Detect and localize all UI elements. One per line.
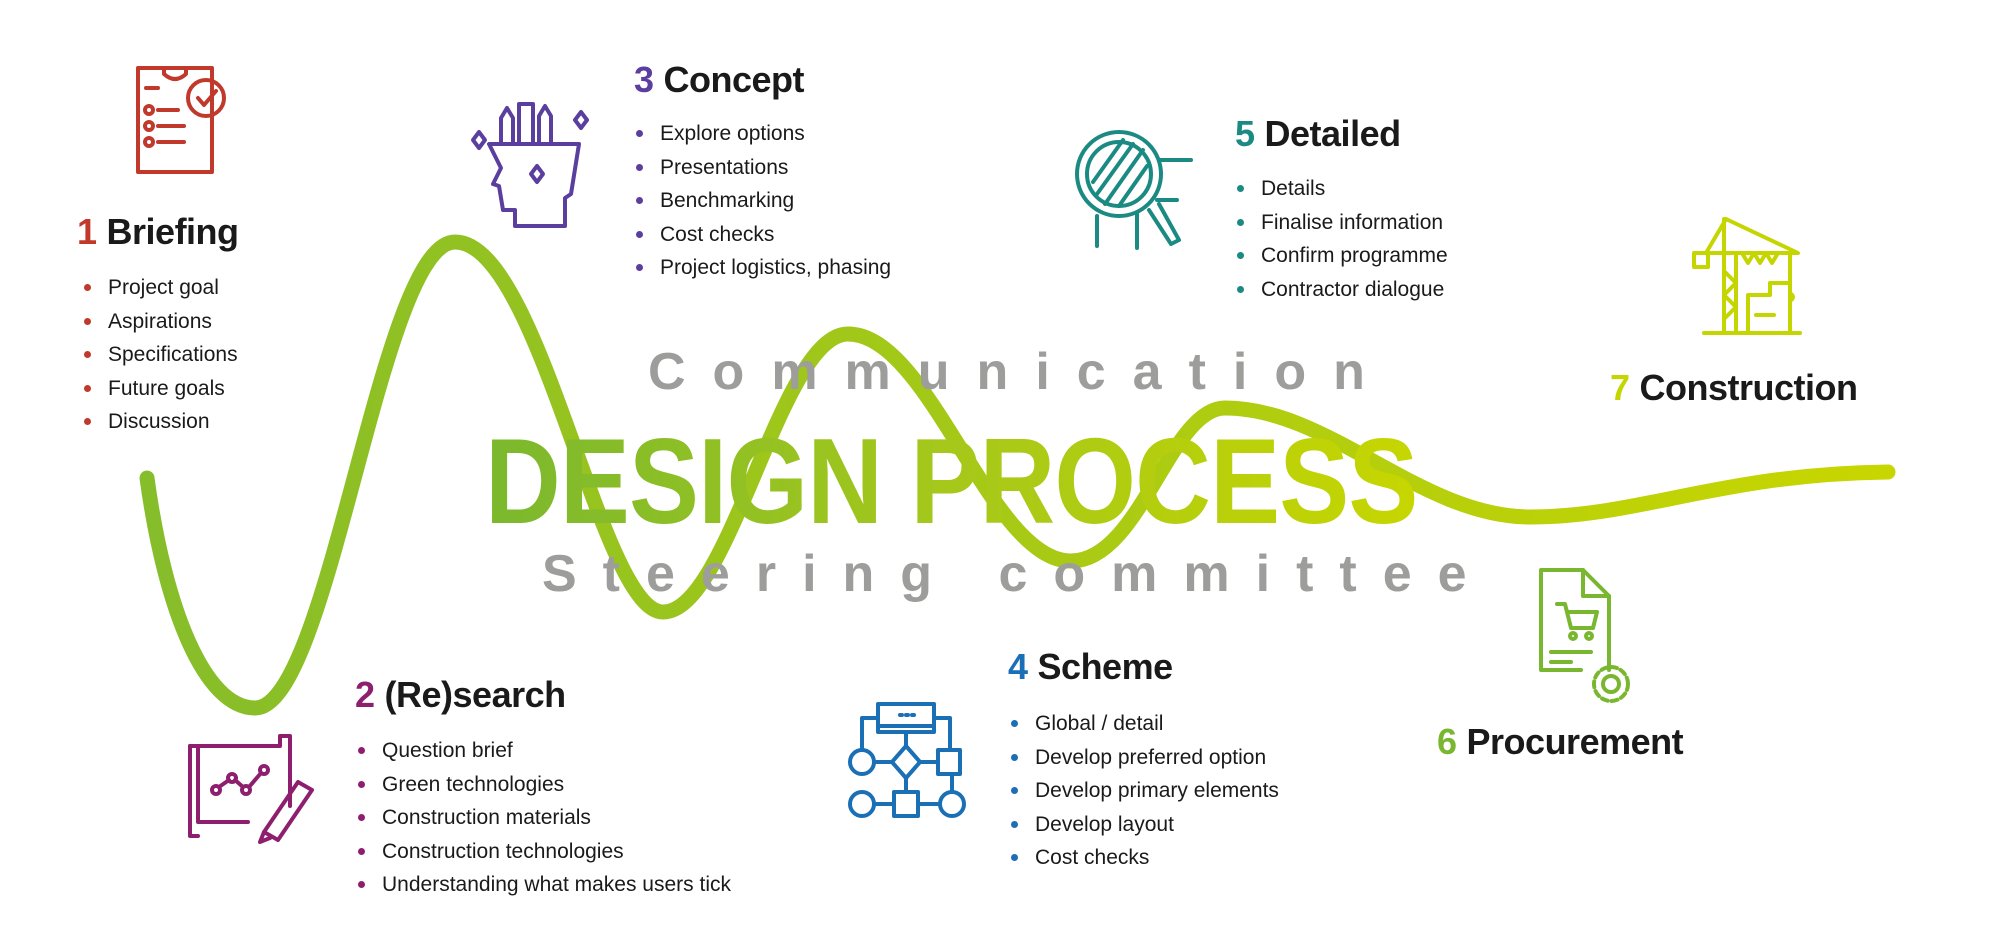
wave-line <box>139 234 1896 716</box>
steering-committee-label: Steering committee <box>542 545 1493 603</box>
research-list: Question brief Green technologies Constr… <box>358 734 731 902</box>
crane-icon <box>1692 217 1802 335</box>
list-item: Understanding what makes users tick <box>358 868 731 902</box>
list-item: Explore options <box>636 117 891 151</box>
list-item: Develop primary elements <box>1011 774 1279 808</box>
head-ideas-icon <box>471 102 589 228</box>
clipboard-check-icon <box>136 66 226 174</box>
detailed-list: Details Finalise information Confirm pro… <box>1237 172 1448 306</box>
stage-number: 7 <box>1610 367 1630 408</box>
list-item: Details <box>1237 172 1448 206</box>
stage-title: Detailed <box>1264 113 1402 154</box>
blueprint-pencil-icon <box>188 734 314 844</box>
list-item: Project goal <box>84 271 238 305</box>
stage-title: Scheme <box>1037 646 1174 687</box>
stage-title: Procurement <box>1466 721 1684 762</box>
flowchart-icon <box>848 702 966 818</box>
stage-number: 3 <box>634 59 654 100</box>
scheme-list: Global / detail Develop preferred option… <box>1011 707 1279 875</box>
design-process-title: DESIGN PROCESS <box>485 413 1418 549</box>
list-item: Finalise information <box>1237 206 1448 240</box>
list-item: Discussion <box>84 405 238 439</box>
document-cart-gear-icon <box>1539 568 1630 703</box>
list-item: Question brief <box>358 734 731 768</box>
stage-title: (Re)search <box>384 674 567 715</box>
stage-number: 4 <box>1008 646 1028 687</box>
magnifier-icon <box>1075 130 1193 250</box>
list-item: Confirm programme <box>1237 239 1448 273</box>
list-item: Construction technologies <box>358 835 731 869</box>
list-item: Develop preferred option <box>1011 741 1279 775</box>
stage-number: 2 <box>355 674 375 715</box>
stage-title: Concept <box>663 59 805 100</box>
list-item: Construction materials <box>358 801 731 835</box>
stage-number: 6 <box>1437 721 1457 762</box>
stage-research-heading: 2(Re)search <box>355 677 566 713</box>
list-item: Cost checks <box>636 218 891 252</box>
stage-title: Briefing <box>106 211 240 252</box>
list-item: Green technologies <box>358 768 731 802</box>
list-item: Presentations <box>636 151 891 185</box>
list-item: Project logistics, phasing <box>636 251 891 285</box>
list-item: Global / detail <box>1011 707 1279 741</box>
stage-number: 1 <box>77 211 97 252</box>
briefing-list: Project goal Aspirations Specifications … <box>84 271 238 439</box>
list-item: Develop layout <box>1011 808 1279 842</box>
list-item: Benchmarking <box>636 184 891 218</box>
list-item: Contractor dialogue <box>1237 273 1448 307</box>
list-item: Specifications <box>84 338 238 372</box>
list-item: Aspirations <box>84 305 238 339</box>
list-item: Future goals <box>84 372 238 406</box>
communication-label: Communication <box>648 343 1392 401</box>
concept-list: Explore options Presentations Benchmarki… <box>636 117 891 285</box>
stage-number: 5 <box>1235 113 1255 154</box>
stage-title: Construction <box>1639 367 1858 408</box>
list-item: Cost checks <box>1011 841 1279 875</box>
